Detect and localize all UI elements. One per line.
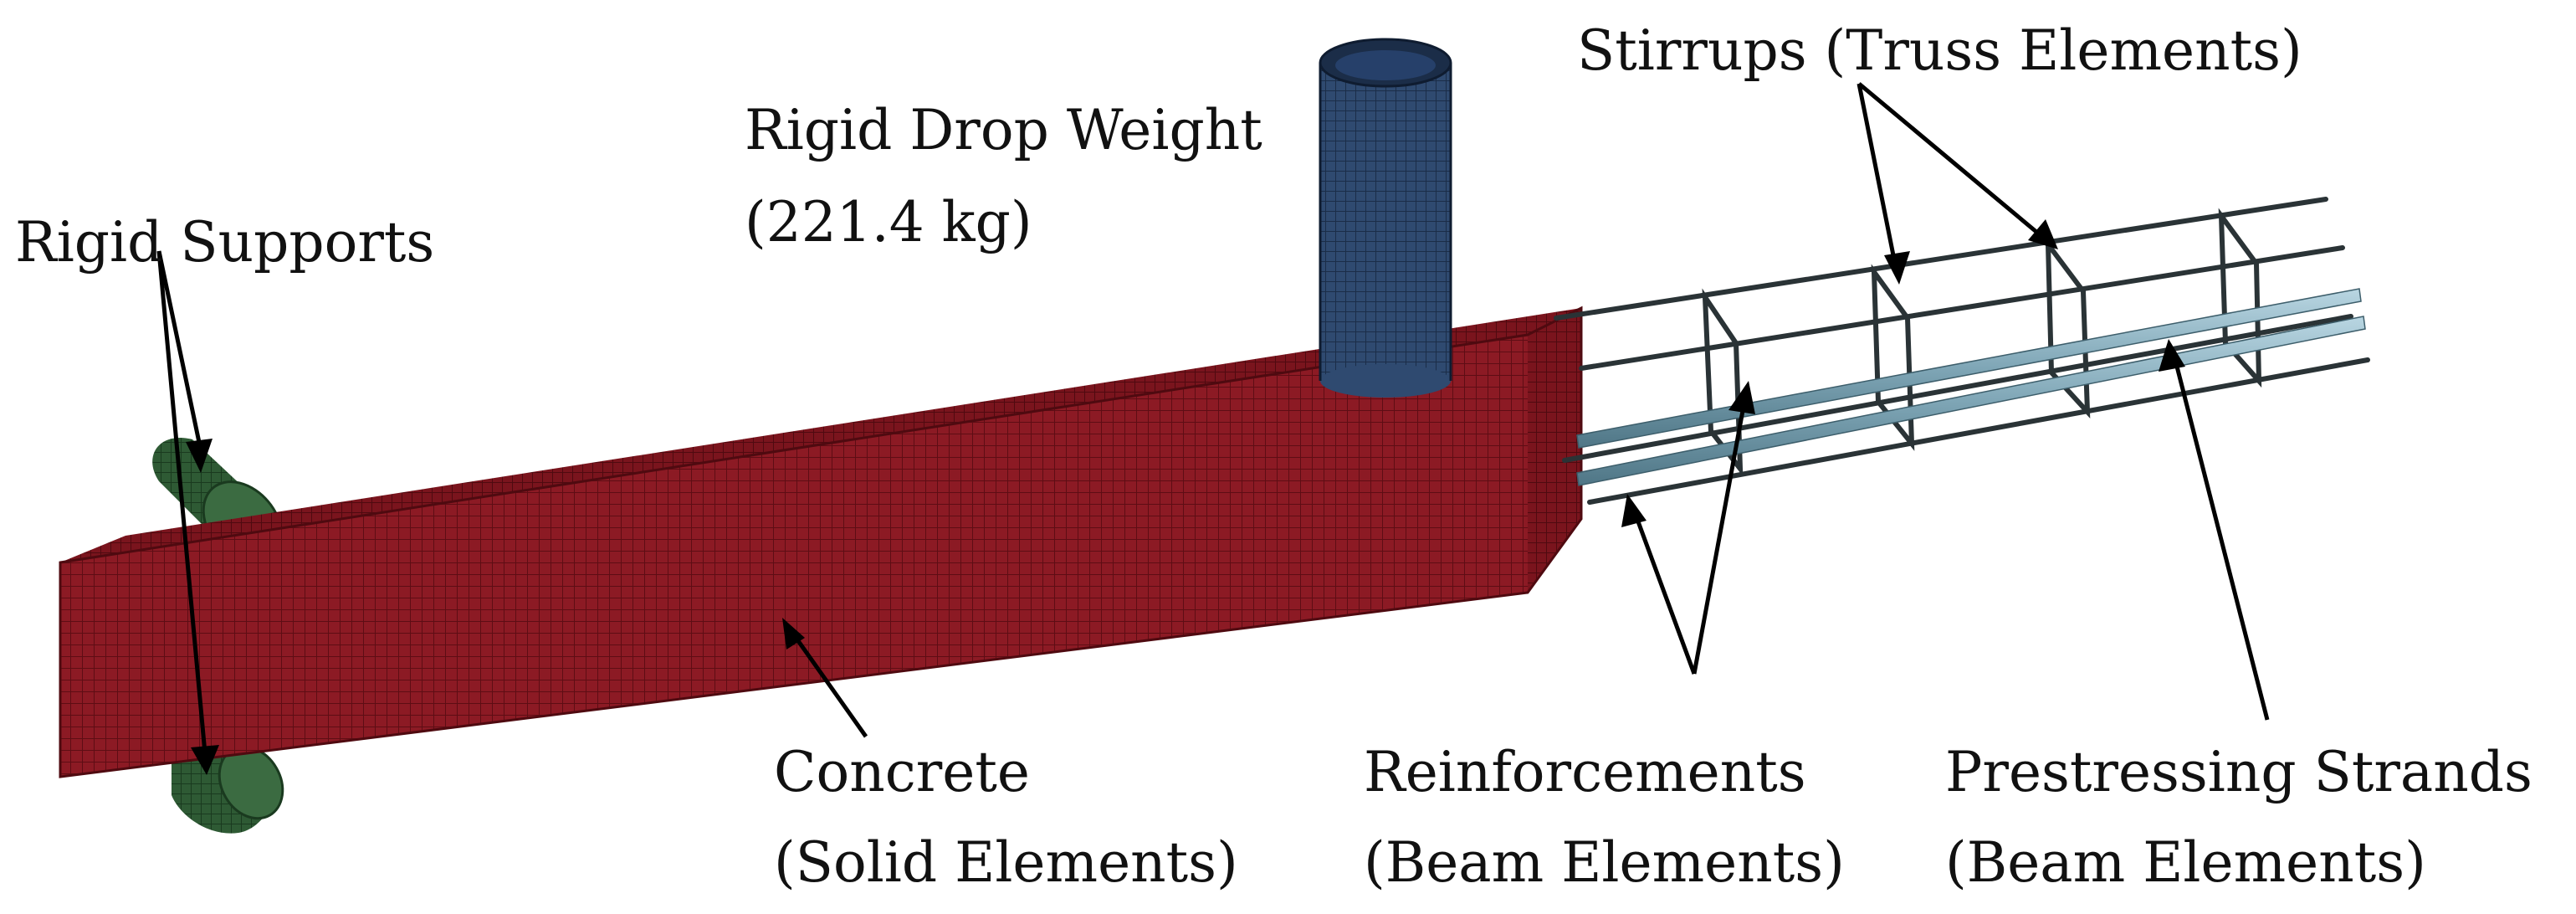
arrow-stirrups-left — [1856, 83, 1910, 285]
stirrup-3 — [2045, 236, 2091, 419]
arrow-stirrups-right — [1857, 82, 2058, 249]
leader-arrows — [156, 82, 2270, 775]
stirrup-2 — [1871, 264, 1915, 451]
arrow-reinforcements-right — [1692, 381, 1755, 675]
stirrup-4 — [2218, 208, 2262, 388]
label-reinforcements-title: Reinforcements — [1364, 740, 1806, 804]
arrow-concrete — [782, 618, 868, 738]
arrow-prestressing-strands — [2159, 339, 2270, 721]
label-stirrups: Stirrups (Truss Elements) — [1577, 18, 2302, 83]
rigid-drop-weight — [1319, 38, 1452, 398]
steel-cage — [1554, 197, 2370, 505]
arrow-rigid-supports-top — [156, 250, 213, 473]
label-drop-weight-title: Rigid Drop Weight — [745, 98, 1262, 162]
concrete-beam — [59, 306, 1583, 778]
label-concrete-type: (Solid Elements) — [774, 830, 1238, 895]
arrow-rigid-supports-bottom — [156, 250, 219, 775]
label-reinforcements-type: (Beam Elements) — [1364, 830, 1845, 895]
label-concrete-title: Concrete — [774, 740, 1030, 804]
label-prestressing-strands-title: Prestressing Strands — [1945, 740, 2532, 804]
labels: Rigid Supports Rigid Drop Weight (221.4 … — [15, 18, 2532, 895]
stirrup-1 — [1702, 288, 1744, 477]
label-drop-weight-mass: (221.4 kg) — [745, 190, 1032, 254]
label-rigid-supports: Rigid Supports — [15, 210, 434, 275]
arrow-reinforcements-left — [1621, 494, 1697, 675]
label-prestressing-strands-type: (Beam Elements) — [1945, 830, 2426, 895]
